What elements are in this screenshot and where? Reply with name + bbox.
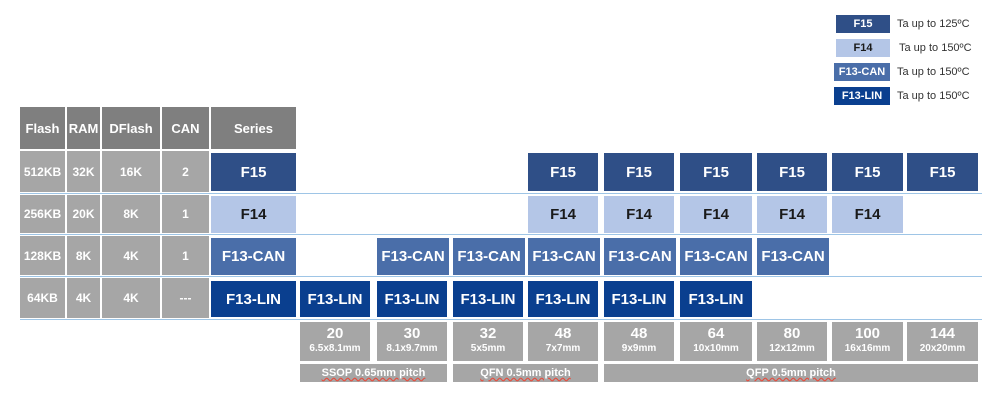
legend-chip-f13-can: F13-CAN bbox=[834, 63, 890, 81]
chip-f13-lin: F13-LIN bbox=[377, 281, 447, 317]
legend-text-f13-can: Ta up to 150ºC bbox=[897, 66, 970, 78]
body-size: 16x16mm bbox=[844, 343, 891, 354]
pin-count: 32 bbox=[479, 325, 497, 342]
pin-count: 20 bbox=[326, 325, 344, 342]
cell-dflash: 16K bbox=[102, 151, 160, 192]
row-divider bbox=[20, 276, 982, 277]
chip-f13-can: F13-CAN bbox=[528, 238, 600, 275]
cell-flash-256kb: 256KB bbox=[20, 195, 65, 233]
chip-f13-can: F13-CAN bbox=[680, 238, 752, 275]
chip-f14: F14 bbox=[757, 196, 827, 233]
body-size: 8.1x9.7mm bbox=[386, 343, 438, 354]
chip-f13-lin: F13-LIN bbox=[528, 281, 598, 317]
cell-flash-512kb: 512KB bbox=[20, 151, 65, 192]
pin-count-box: 48 9x9mm bbox=[604, 322, 674, 361]
chip-f15: F15 bbox=[832, 153, 903, 191]
pin-count-box: 30 8.1x9.7mm bbox=[377, 322, 447, 361]
series-f14: F14 bbox=[211, 196, 296, 233]
row-divider bbox=[20, 193, 982, 194]
header-dflash: DFlash bbox=[102, 107, 160, 149]
cell-ram: 20K bbox=[67, 195, 100, 233]
chip-f13-can: F13-CAN bbox=[757, 238, 829, 275]
body-size: 7x7mm bbox=[545, 343, 581, 354]
chip-f13-can: F13-CAN bbox=[377, 238, 449, 275]
package-qfn: QFN 0.5mm pitch bbox=[453, 364, 598, 382]
pin-count: 64 bbox=[707, 325, 725, 342]
series-f15: F15 bbox=[211, 153, 296, 191]
series-f13-lin: F13-LIN bbox=[211, 281, 296, 317]
chip-f15: F15 bbox=[757, 153, 827, 191]
package-ssop: SSOP 0.65mm pitch bbox=[300, 364, 447, 382]
pin-count: 80 bbox=[783, 325, 801, 342]
chip-f15: F15 bbox=[604, 153, 674, 191]
pin-count-box: 20 6.5x8.1mm bbox=[300, 322, 370, 361]
cell-can: 2 bbox=[162, 151, 209, 192]
cell-dflash: 8K bbox=[102, 195, 160, 233]
pin-count: 48 bbox=[630, 325, 648, 342]
body-size: 12x12mm bbox=[769, 343, 815, 354]
pin-count-box: 144 20x20mm bbox=[907, 322, 978, 361]
pin-count-box: 100 16x16mm bbox=[832, 322, 903, 361]
chip-f13-can: F13-CAN bbox=[604, 238, 676, 275]
package-qfp: QFP 0.5mm pitch bbox=[604, 364, 978, 382]
pin-count-box: 64 10x10mm bbox=[680, 322, 752, 361]
cell-dflash: 4K bbox=[102, 236, 160, 275]
legend-chip-f13-lin: F13-LIN bbox=[834, 87, 890, 105]
cell-ram: 4K bbox=[67, 278, 100, 318]
chip-f15: F15 bbox=[680, 153, 752, 191]
cell-dflash: 4K bbox=[102, 278, 160, 318]
chip-f14: F14 bbox=[528, 196, 598, 233]
cell-flash-128kb: 128KB bbox=[20, 236, 65, 275]
header-series: Series bbox=[211, 107, 296, 149]
body-size: 20x20mm bbox=[919, 343, 966, 354]
pin-count-box: 48 7x7mm bbox=[528, 322, 598, 361]
cell-can: 1 bbox=[162, 195, 209, 233]
header-can: CAN bbox=[162, 107, 209, 149]
cell-can: 1 bbox=[162, 236, 209, 275]
header-ram: RAM bbox=[67, 107, 100, 149]
chip-f13-lin: F13-LIN bbox=[604, 281, 674, 317]
pin-count: 30 bbox=[403, 325, 421, 342]
legend-chip-f14: F14 bbox=[836, 39, 890, 57]
package-label: QFN 0.5mm pitch bbox=[480, 367, 571, 379]
legend-text-f14: Ta up to 150ºC bbox=[899, 42, 972, 54]
pin-count: 100 bbox=[854, 325, 881, 342]
chip-f15: F15 bbox=[528, 153, 598, 191]
cell-can: --- bbox=[162, 278, 209, 318]
body-size: 9x9mm bbox=[621, 343, 657, 354]
row-divider bbox=[20, 234, 982, 235]
series-f13-can: F13-CAN bbox=[211, 238, 296, 275]
package-label: SSOP 0.65mm pitch bbox=[321, 367, 426, 379]
pin-count-box: 80 12x12mm bbox=[757, 322, 827, 361]
chip-f14: F14 bbox=[604, 196, 674, 233]
chip-f13-lin: F13-LIN bbox=[680, 281, 752, 317]
legend-text-f13-lin: Ta up to 150ºC bbox=[897, 90, 970, 102]
body-size: 10x10mm bbox=[693, 343, 739, 354]
legend-text-f15: Ta up to 125ºC bbox=[897, 18, 970, 30]
chip-f13-can: F13-CAN bbox=[453, 238, 525, 275]
legend-chip-f15: F15 bbox=[836, 15, 890, 33]
cell-flash-64kb: 64KB bbox=[20, 278, 65, 318]
pin-count: 48 bbox=[554, 325, 572, 342]
pin-count-box: 32 5x5mm bbox=[453, 322, 523, 361]
chip-f13-lin: F13-LIN bbox=[453, 281, 523, 317]
chip-f14: F14 bbox=[680, 196, 752, 233]
body-size: 6.5x8.1mm bbox=[309, 343, 361, 354]
header-flash: Flash bbox=[20, 107, 65, 149]
chip-f13-lin: F13-LIN bbox=[300, 281, 370, 317]
cell-ram: 32K bbox=[67, 151, 100, 192]
body-size: 5x5mm bbox=[470, 343, 506, 354]
chip-f15: F15 bbox=[907, 153, 978, 191]
package-label: QFP 0.5mm pitch bbox=[746, 367, 836, 379]
cell-ram: 8K bbox=[67, 236, 100, 275]
pin-count: 144 bbox=[929, 325, 956, 342]
row-divider bbox=[20, 319, 982, 320]
chip-f14: F14 bbox=[832, 196, 903, 233]
